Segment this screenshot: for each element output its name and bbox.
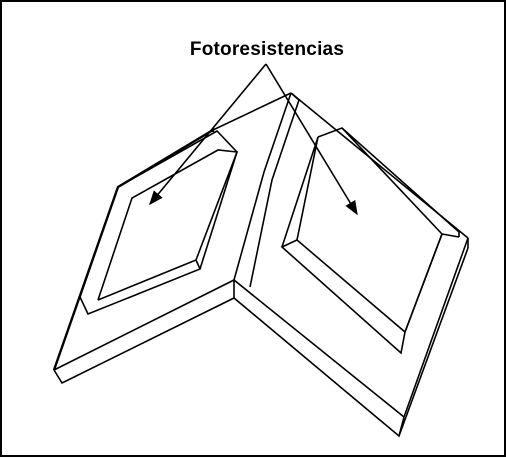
base-left-thickness [53, 297, 405, 438]
divider-right-edge [249, 99, 300, 288]
base-right-front [403, 237, 469, 418]
left-arrow [149, 63, 267, 206]
base-back-edge [212, 92, 292, 131]
right-block-right-side [404, 233, 460, 333]
base-right-bottom [398, 247, 469, 437]
left-block-side [79, 259, 202, 316]
left-block-top [79, 129, 238, 298]
left-block-corner [199, 151, 238, 270]
right-arrow [265, 63, 358, 216]
right-block-side [280, 239, 406, 355]
left-block-inner [97, 149, 239, 301]
photoresistors-label: Fotoresistencias [189, 39, 345, 60]
divider-top [290, 92, 300, 101]
right-block-top [317, 127, 460, 237]
divider-left-edge [233, 92, 292, 281]
right-block-left-edge [281, 136, 319, 248]
right-block-inner [296, 127, 443, 334]
